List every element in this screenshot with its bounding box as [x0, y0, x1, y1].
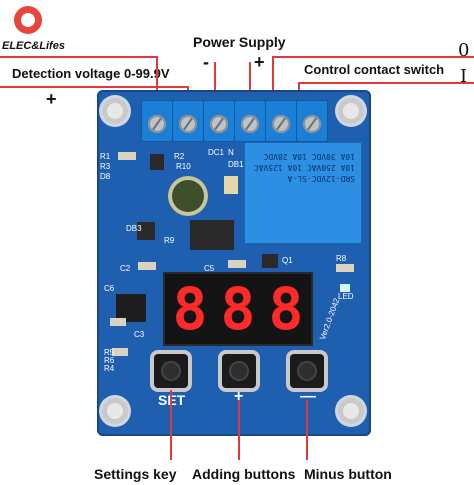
detection-minus-line: [0, 56, 158, 58]
contact-one-line: [298, 82, 474, 84]
plus-button-label: +: [234, 388, 244, 405]
screw-icon: [179, 115, 197, 133]
silk-led: LED: [338, 292, 354, 301]
led-indicator: [340, 284, 350, 292]
contact-zero-line: [272, 56, 474, 58]
terminal-contact-nc: [265, 100, 297, 142]
display-digit-2: 8: [220, 275, 256, 343]
control-contact-label: Control contact switch: [304, 62, 445, 77]
silk-r2: R2: [174, 152, 185, 161]
detection-plus-line: [0, 86, 188, 88]
brand-logo-icon: [14, 6, 42, 34]
silk-d8: D8: [100, 172, 111, 181]
relay-line-3: 10A 30VDC 10A 28VDC: [263, 152, 355, 161]
silk-r3: R3: [100, 162, 111, 171]
power-minus-label: -: [203, 52, 209, 72]
silk-db1: DB1: [228, 160, 244, 169]
silk-r8: R8: [336, 254, 347, 263]
contact-one-label: I: [460, 66, 468, 87]
silk-db3: DB3: [126, 224, 142, 233]
silk-c2: C2: [120, 264, 131, 273]
diode-d8: [150, 154, 164, 170]
contact-zero-label: 0: [458, 40, 470, 61]
mount-hole-top-right: [338, 98, 364, 124]
contact-zero-line-v: [272, 56, 274, 102]
minus-button[interactable]: [290, 354, 324, 388]
silk-r4: R4: [104, 364, 115, 373]
silk-r1: R1: [100, 152, 111, 161]
minus-button-line: [306, 400, 308, 460]
capacitor-c5: [228, 260, 246, 268]
silk-dc1: DC1: [208, 148, 225, 157]
resistor-r1: [118, 152, 136, 160]
silk-r6: R6: [104, 356, 115, 365]
silk-r9: R9: [164, 236, 175, 245]
screw-icon: [241, 115, 259, 133]
set-button[interactable]: [154, 354, 188, 388]
terminal-contact-com: [296, 100, 328, 142]
silk-r10: R10: [176, 162, 191, 171]
adding-buttons-label: Adding buttons: [192, 466, 296, 482]
minus-button-label-caption: Minus button: [304, 466, 392, 482]
diode-db3: [137, 222, 155, 240]
terminal-detect-plus: [172, 100, 204, 142]
minus-button-label: —: [300, 388, 316, 405]
silk-q1: Q1: [282, 256, 293, 265]
transistor-q1: [262, 254, 278, 268]
silk-r5: R5: [104, 348, 115, 357]
microcontroller-chip: [116, 294, 146, 322]
power-plus-line: [249, 62, 251, 102]
diode-db1: [224, 176, 238, 194]
settings-key-line: [170, 390, 172, 460]
detection-plus-label: +: [46, 89, 57, 109]
screw-icon: [148, 115, 166, 133]
silk-c5: C5: [204, 264, 215, 273]
screw-icon: [210, 115, 228, 133]
brand-name: ELEC&Lifes: [2, 40, 65, 52]
silk-c3: C3: [134, 330, 145, 339]
screw-icon: [303, 115, 321, 133]
resistor-r5: [112, 348, 128, 356]
capacitor-c3: [110, 318, 126, 326]
detection-minus-line-v: [156, 56, 158, 102]
detection-voltage-label: Detection voltage 0-99.9V: [12, 66, 170, 81]
relay-line-2: 10A 250VAC 10A 125VAC: [253, 163, 355, 172]
capacitor-c2: [138, 262, 156, 270]
plus-button[interactable]: [222, 354, 256, 388]
silk-c6: C6: [104, 284, 115, 293]
button-cap-icon: [229, 361, 249, 381]
screw-icon: [272, 115, 290, 133]
button-cap-icon: [297, 361, 317, 381]
adding-button-line: [238, 400, 240, 460]
button-cap-icon: [161, 361, 181, 381]
terminal-power-plus: [234, 100, 266, 142]
silk-n: N: [228, 148, 234, 157]
power-minus-line: [214, 62, 216, 102]
mount-hole-bottom-right: [338, 398, 364, 424]
regulator-chip: [190, 220, 234, 250]
electrolytic-capacitor: [168, 176, 208, 216]
relay: SRD-12VDC-SL-A 10A 250VAC 10A 125VAC 10A…: [244, 142, 362, 244]
led-display: 8 8 8: [163, 272, 313, 346]
display-digit-3: 8: [268, 275, 304, 343]
terminal-power-minus: [203, 100, 235, 142]
mount-hole-bottom-left: [102, 398, 128, 424]
terminal-detect-minus: [141, 100, 173, 142]
mount-hole-top-left: [102, 98, 128, 124]
resistor-r8: [336, 264, 354, 272]
settings-key-label: Settings key: [94, 466, 177, 482]
display-digit-1: 8: [172, 275, 208, 343]
power-supply-label: Power Supply: [193, 34, 286, 50]
relay-line-1: SRD-12VDC-SL-A: [287, 174, 355, 183]
power-plus-label: +: [254, 52, 265, 72]
relay-markings: SRD-12VDC-SL-A 10A 250VAC 10A 125VAC 10A…: [251, 151, 355, 184]
